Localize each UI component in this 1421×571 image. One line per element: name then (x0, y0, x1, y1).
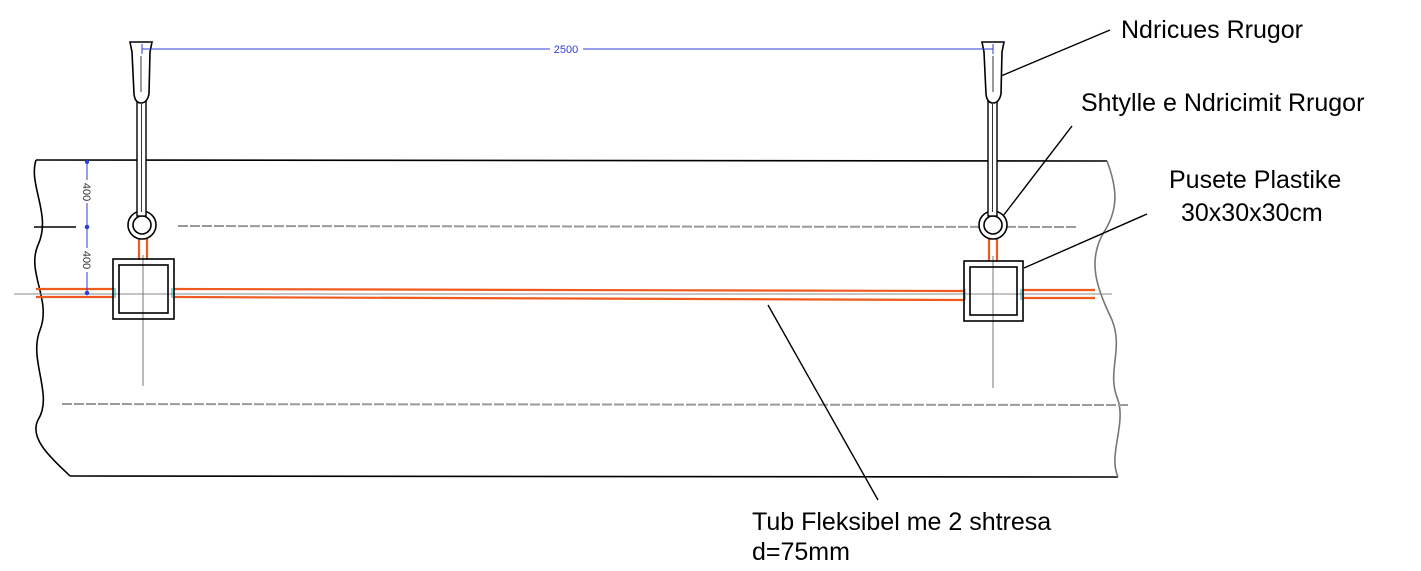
flexible-pipe (36, 287, 1095, 302)
luminaire-right (981, 41, 1005, 104)
label-flex-pipe-line1: Tub Fleksibel me 2 shtresa (752, 508, 1051, 536)
pole-shaft-left (136, 99, 147, 217)
dimension-pole-spacing (141, 44, 994, 54)
cable-risers (137, 238, 999, 261)
road-left-break-edge (33, 159, 71, 477)
label-street-light: Ndricues Rrugor (1121, 16, 1303, 44)
plastic-well-right (963, 260, 1024, 322)
pole-base-right (978, 210, 1008, 240)
road-right-break-edge (1094, 160, 1121, 478)
dimension-offset-lower-value: 400 (80, 251, 92, 269)
leader-lines (767, 29, 1148, 501)
pipe-joints (114, 288, 1022, 300)
road-bottom-edge (69, 475, 1119, 478)
road-centerlines (14, 225, 1131, 406)
leader-light-pole (1002, 125, 1073, 217)
label-light-pole: Shtylle e Ndricimit Rrugor (1081, 89, 1364, 117)
dimension-offset-upper-value: 400 (80, 183, 92, 201)
upper-lane-line (177, 225, 1078, 228)
dimension-pole-spacing-value: 2500 (554, 44, 578, 56)
road-outline (33, 159, 1119, 478)
luminaire-left (129, 41, 153, 104)
road-top-edge (35, 159, 1108, 162)
leader-plastic-well (1023, 213, 1148, 269)
pole-shaft-right (987, 99, 998, 217)
dimension-vertical-offsets (84, 159, 90, 296)
lower-lane-line (61, 403, 1131, 406)
leader-street-light (1000, 29, 1111, 77)
leader-flex-pipe (767, 304, 879, 501)
label-plastic-well-line2: 30x30x30cm (1181, 199, 1323, 227)
plastic-well-left (112, 258, 175, 320)
well-axis-lines (142, 255, 994, 388)
label-flex-pipe-line2: d=75mm (752, 538, 850, 566)
label-plastic-well-line1: Pusete Plastike (1169, 166, 1341, 194)
